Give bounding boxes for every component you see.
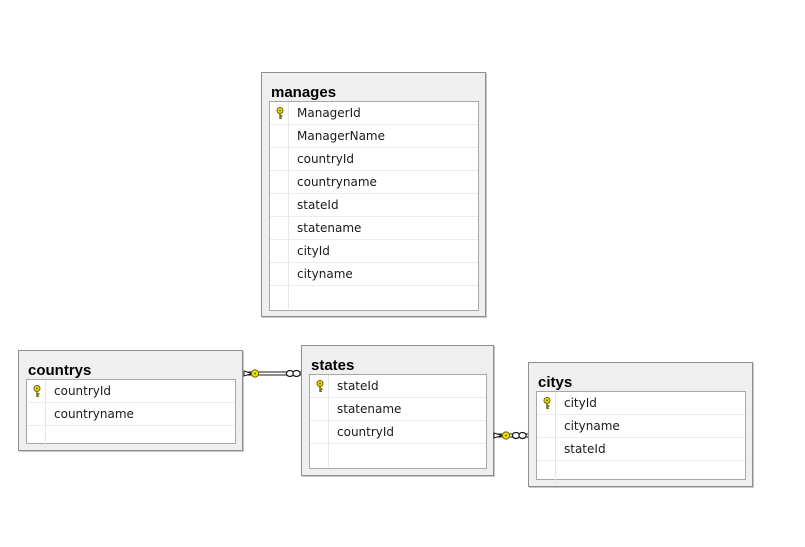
column-row[interactable]: ManagerId [270,102,478,125]
table-states[interactable]: states stateId statename countryId [301,345,494,476]
column-name: countryname [297,175,377,189]
key-icon [493,431,511,440]
column-row[interactable]: cityname [537,415,745,438]
table-title: states [311,357,355,374]
column-name: stateId [564,442,606,456]
column-grid: ManagerId ManagerName countryId countryn… [269,101,479,311]
infinity-icon [511,431,527,440]
table-title: citys [538,374,573,391]
column-row[interactable]: countryId [310,421,486,444]
column-row[interactable]: countryId [270,148,478,171]
relationship-states-countrys[interactable] [243,369,301,378]
new-column-row[interactable] [27,426,235,449]
new-column-row[interactable] [310,444,486,467]
table-citys[interactable]: citys cityId cityname stateId [528,362,753,487]
new-column-row[interactable] [537,461,745,484]
column-name: ManagerId [297,106,361,120]
column-name: cityId [564,396,597,410]
column-row[interactable]: stateId [537,438,745,461]
column-name: cityname [297,267,353,281]
column-name: statename [297,221,362,235]
table-title: manages [271,84,337,101]
table-manages[interactable]: manages ManagerId ManagerName countryId … [261,72,486,317]
column-row[interactable]: cityname [270,263,478,286]
table-title: countrys [28,362,92,379]
key-icon [243,369,260,378]
column-name: countryId [54,384,112,398]
column-grid: cityId cityname stateId [536,391,746,484]
column-name: countryname [54,407,134,421]
column-row[interactable]: countryId [27,380,235,403]
column-row[interactable]: countryname [270,171,478,194]
relationship-citys-states[interactable] [493,431,528,440]
column-row[interactable]: cityId [537,392,745,415]
column-name: cityname [564,419,620,433]
column-row[interactable]: cityId [270,240,478,263]
column-row[interactable]: countryname [27,403,235,426]
column-name: stateId [337,379,379,393]
table-countrys[interactable]: countrys countryId countryname [18,350,243,451]
column-row[interactable]: statename [270,217,478,240]
column-row[interactable]: statename [310,398,486,421]
infinity-icon [285,369,301,378]
column-name: stateId [297,198,339,212]
column-grid: countryId countryname [26,379,236,449]
primary-key-icon [33,385,41,397]
column-name: statename [337,402,402,416]
primary-key-icon [543,397,551,409]
column-row[interactable]: ManagerName [270,125,478,148]
column-name: ManagerName [297,129,386,143]
column-grid: stateId statename countryId [309,374,487,469]
column-name: countryId [337,425,395,439]
primary-key-icon [316,380,324,392]
column-row[interactable]: stateId [270,194,478,217]
new-column-row[interactable] [270,286,478,309]
column-name: countryId [297,152,355,166]
primary-key-icon [276,107,284,119]
column-row[interactable]: stateId [310,375,486,398]
column-name: cityId [297,244,330,258]
